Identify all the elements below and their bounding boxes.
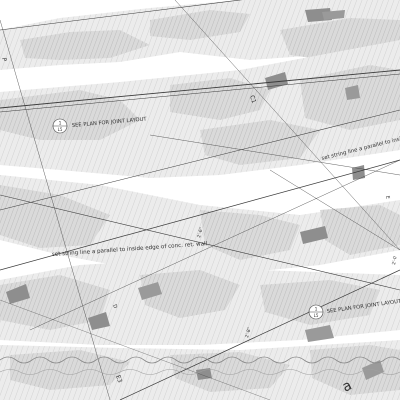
- marker-d: D: [111, 304, 118, 310]
- detail-tag-sheet: L5: [58, 127, 63, 132]
- layout-line: [0, 73, 400, 113]
- marker-mid-2: 2'-8": [244, 327, 253, 339]
- layout-line: [0, 194, 400, 291]
- detail-tag-sheet: L5: [314, 313, 319, 318]
- layout-line: [0, 109, 400, 211]
- paving-patch-middle-1: [0, 185, 110, 248]
- layout-line: [269, 169, 400, 251]
- paving-patch-lower-2: [140, 270, 240, 318]
- dark-stones: [6, 8, 384, 380]
- paving-patch-bottom-1: [10, 350, 130, 390]
- detail-tag-1: 1 L5: [52, 118, 68, 134]
- marker-mid: 2'-6": [196, 227, 205, 239]
- dark-stone: [300, 226, 328, 244]
- wall-edge-wave: [0, 356, 400, 364]
- paving-patch-middle-3: [320, 205, 400, 255]
- dark-stone: [305, 325, 334, 342]
- dark-stone: [88, 312, 110, 330]
- dark-stone: [322, 10, 345, 20]
- layout-line: [0, 69, 400, 109]
- paving-patch-lower-3: [260, 280, 380, 325]
- paving-patch-bottom-3: [310, 345, 400, 395]
- dark-stone: [345, 85, 360, 100]
- paving-patch-upper-4: [200, 120, 320, 165]
- layout-line: [0, 19, 111, 400]
- dark-stone: [6, 284, 30, 304]
- layout-line: [29, 159, 400, 331]
- paving-patch-bottom-2: [170, 352, 290, 392]
- layout-line: [0, 159, 400, 271]
- paving-band-middle: [0, 175, 400, 275]
- paving-patch-top-left: [20, 30, 150, 60]
- dark-stone: [265, 72, 288, 90]
- paving-patch-top-mid: [150, 10, 250, 40]
- layout-line: [0, 299, 271, 400]
- marker-p: P: [0, 57, 8, 62]
- layout-line: [149, 134, 400, 176]
- marker-edge-right: 2'-0: [391, 256, 398, 266]
- layout-line: [0, 0, 243, 31]
- layout-line: [174, 0, 400, 251]
- paving-patch-middle-2: [200, 210, 300, 260]
- wall-edge-wave-lower: [0, 369, 400, 375]
- paving-patch-upper-1: [0, 90, 140, 140]
- detail-tag-number: 1: [59, 121, 62, 127]
- detail-tag-2: 1 L5: [308, 304, 324, 320]
- marker-e3: E3: [114, 374, 123, 384]
- marker-c1: C1: [248, 94, 257, 104]
- detail-tag-number: 1: [315, 307, 318, 313]
- layout-line: [119, 269, 400, 400]
- dark-stone: [138, 282, 162, 300]
- paving-patch-lower-1: [0, 275, 110, 330]
- marker-e: E: [384, 195, 390, 199]
